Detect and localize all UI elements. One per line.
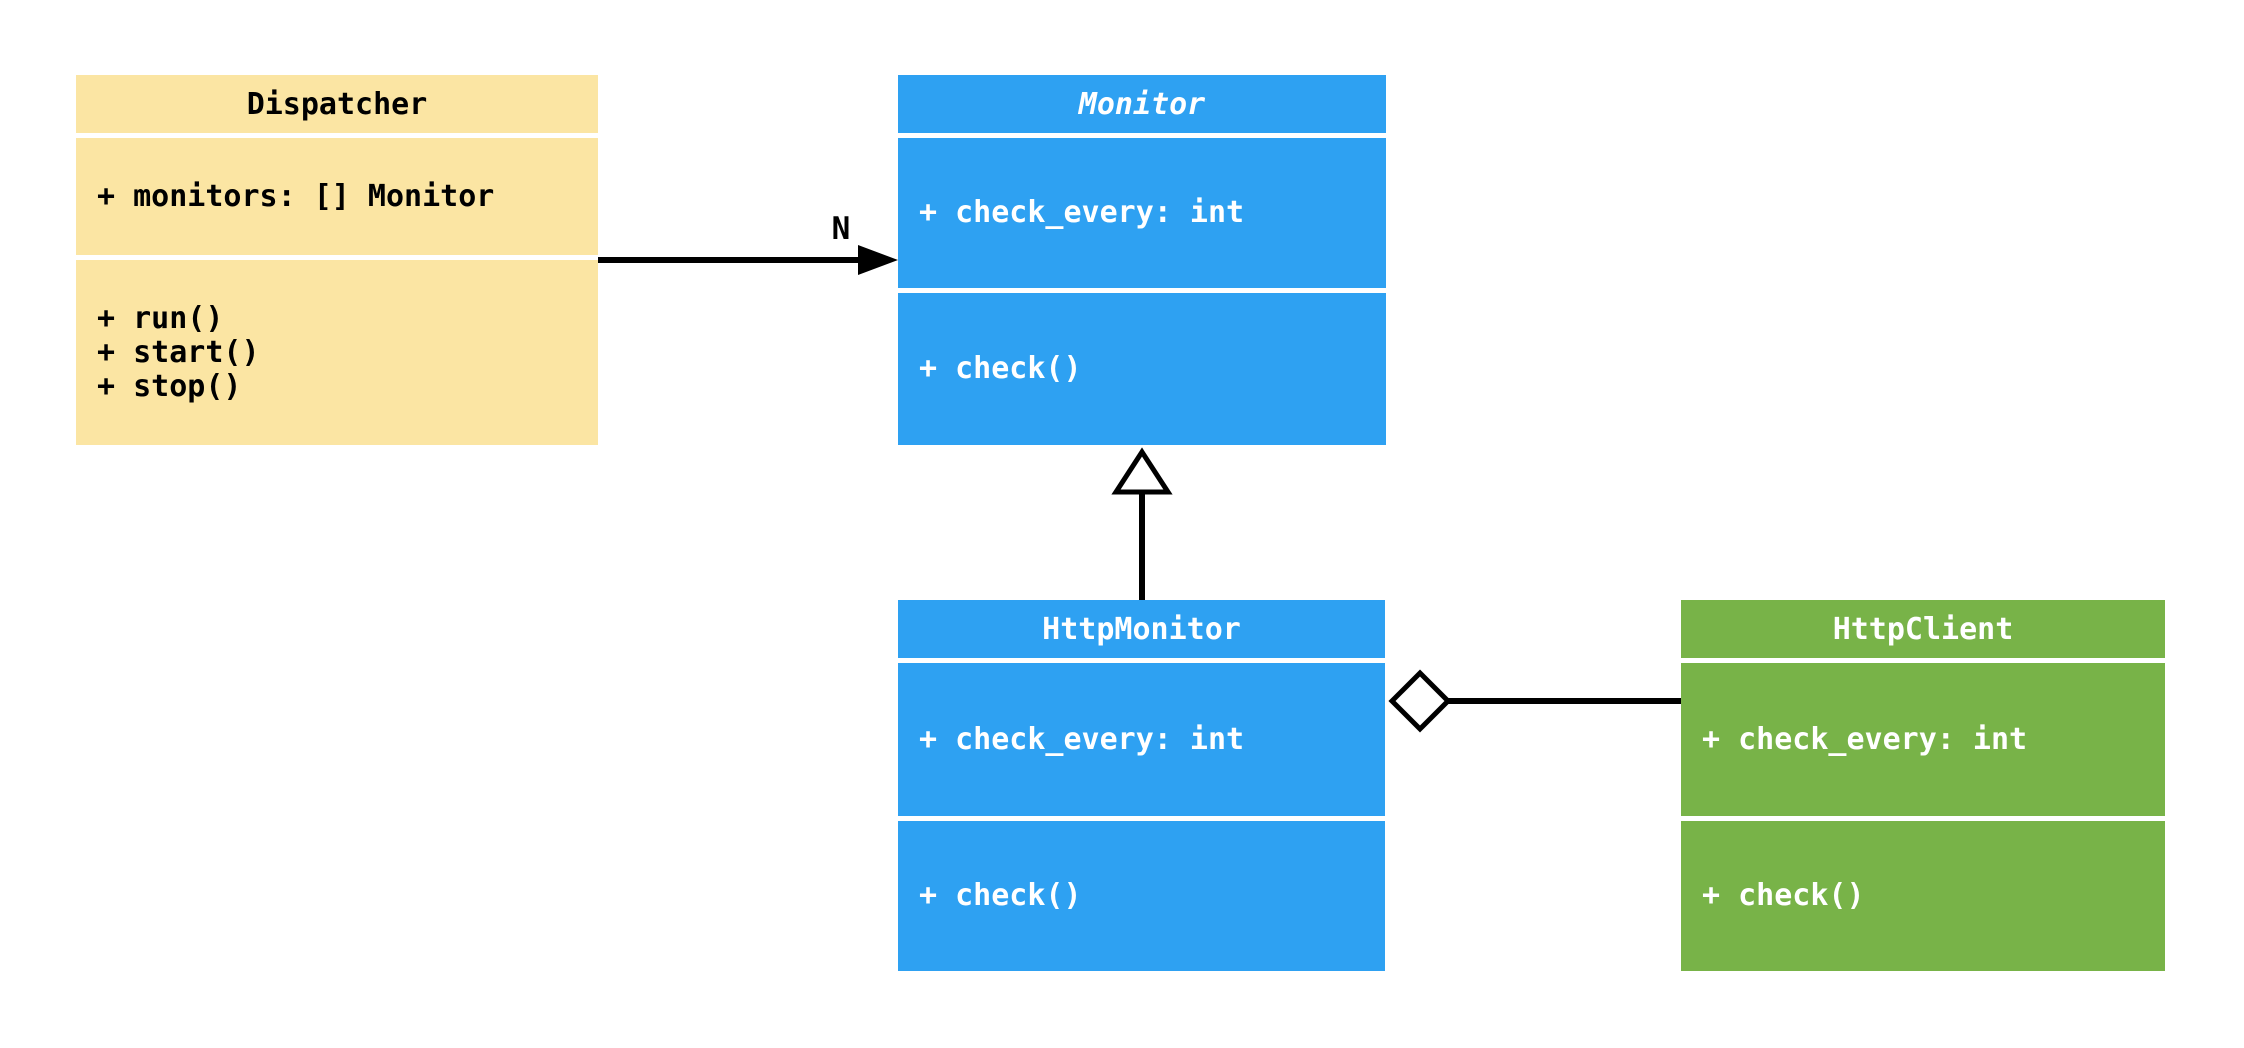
method-item: + run(): [97, 300, 224, 336]
class-attributes: + check_every: int: [1681, 663, 2165, 816]
class-title: Monitor: [898, 75, 1386, 133]
association-connector: [598, 245, 898, 275]
class-box-dispatcher: Dispatcher + monitors: [] Monitor + run(…: [76, 75, 598, 445]
method-item: + check(): [919, 878, 1082, 913]
aggregation-diamond-icon: [1388, 669, 1452, 733]
attribute-item: + check_every: int: [919, 195, 1245, 230]
method-item: + stop(): [97, 368, 242, 404]
class-attributes: + check_every: int: [898, 138, 1386, 288]
method-item: + check(): [1702, 878, 1865, 913]
class-box-httpmonitor: HttpMonitor + check_every: int + check(): [898, 600, 1385, 971]
class-methods: + check(): [898, 293, 1386, 445]
class-attributes: + check_every: int: [898, 663, 1385, 816]
class-attributes: + monitors: [] Monitor: [76, 138, 598, 255]
class-box-httpclient: HttpClient + check_every: int + check(): [1681, 600, 2165, 971]
inheritance-triangle-icon: [1111, 447, 1173, 495]
class-methods: + check(): [1681, 821, 2165, 971]
class-methods: + check(): [898, 821, 1385, 971]
class-title: Dispatcher: [76, 75, 598, 133]
attribute-item: + check_every: int: [919, 721, 1245, 757]
class-box-monitor: Monitor + check_every: int + check(): [898, 75, 1386, 445]
class-methods: + run() + start() + stop(): [76, 260, 598, 445]
class-title: HttpMonitor: [898, 600, 1385, 658]
attribute-item: + check_every: int: [1702, 721, 2028, 757]
aggregation-connector: [1388, 669, 1681, 733]
method-item: + check(): [919, 351, 1082, 386]
class-title: HttpClient: [1681, 600, 2165, 658]
inheritance-connector: [1111, 447, 1173, 600]
association-arrowhead-icon: [858, 245, 898, 275]
attribute-item: + monitors: [] Monitor: [97, 178, 495, 214]
method-item: + start(): [97, 334, 260, 370]
multiplicity-label: N: [831, 211, 851, 247]
